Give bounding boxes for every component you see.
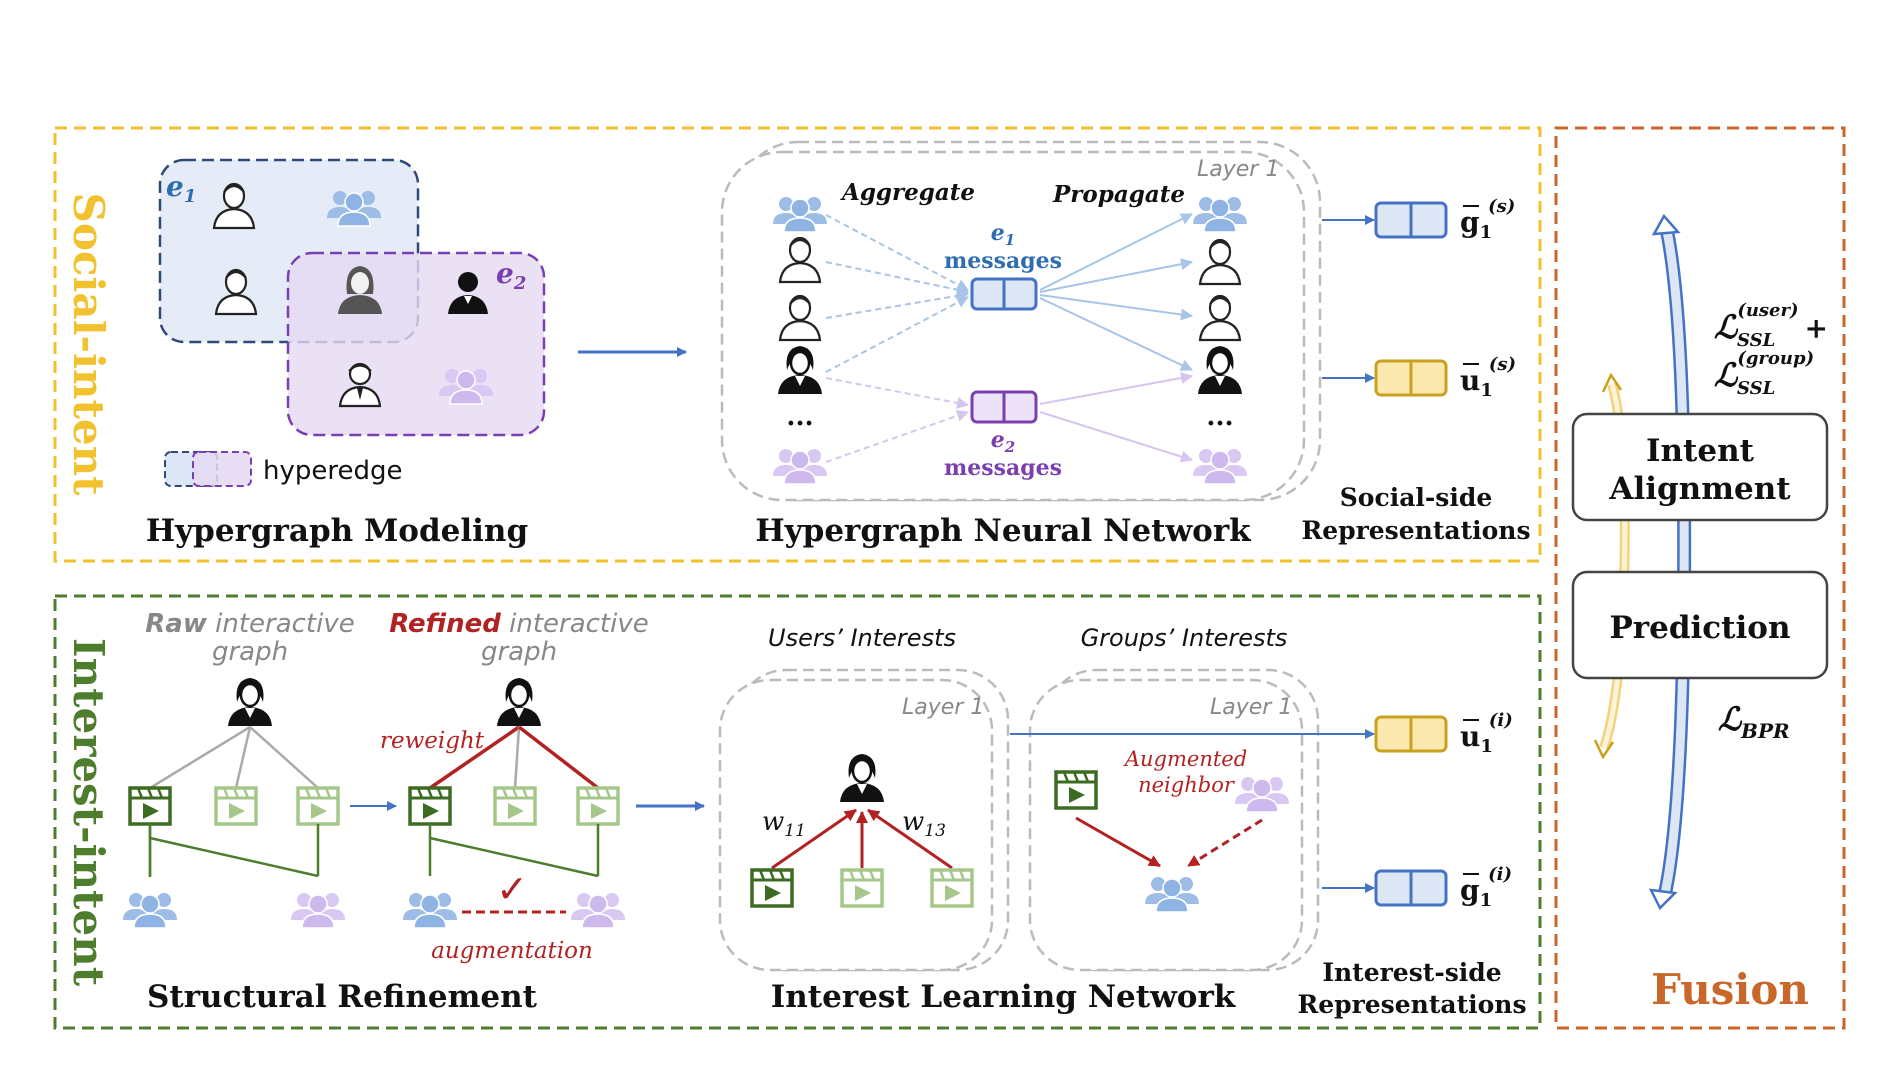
raw-graph-edges bbox=[149, 725, 319, 790]
augmented-neighbor-label-1: Augmented bbox=[1123, 747, 1247, 771]
interest-intent-panel bbox=[53, 594, 1542, 1030]
augmentation-label: augmentation bbox=[431, 938, 593, 964]
movie-light-icon bbox=[296, 786, 340, 826]
social-intent-panel bbox=[53, 126, 1542, 563]
gold-arrowhead-top bbox=[1601, 372, 1623, 393]
movie-dark-icon bbox=[750, 868, 794, 908]
users-layer-label: Layer 1 bbox=[902, 695, 984, 720]
intent-alignment-line-2: Alignment bbox=[1608, 471, 1791, 507]
propagate-edges-e1 bbox=[1039, 213, 1193, 371]
aggregate-label: Aggregate bbox=[840, 179, 975, 206]
loss-bpr: ℒBPR bbox=[1718, 700, 1790, 743]
u1-interest-label: u1(i) bbox=[1460, 710, 1513, 757]
groups-layer-label: Layer 1 bbox=[1210, 695, 1292, 720]
loss-ssl-user: ℒSSL(user)+ bbox=[1714, 300, 1828, 351]
fusion-panel bbox=[1554, 126, 1846, 1030]
e2-messages-text: messages bbox=[944, 455, 1062, 481]
prediction-label: Prediction bbox=[1609, 610, 1790, 646]
woman-black-icon bbox=[226, 676, 274, 728]
groups-layer-front bbox=[1028, 678, 1304, 972]
blue-arrowhead-bottom bbox=[1648, 888, 1678, 911]
interest-intent-label: Interest-intent bbox=[64, 638, 113, 987]
e2-messages-label: e2 bbox=[991, 427, 1015, 456]
reweight-label: reweight bbox=[380, 728, 485, 754]
social-rep-title-1: Social-side bbox=[1340, 483, 1492, 512]
e2-label: e2 bbox=[496, 257, 526, 294]
check-icon: ✓ bbox=[496, 867, 528, 911]
iln-title: Interest Learning Network bbox=[771, 979, 1237, 1015]
aggregate-edges-e2 bbox=[825, 377, 969, 463]
refined-graph-edges bbox=[429, 725, 600, 790]
hgnn-left-dots: ... bbox=[786, 402, 813, 432]
structural-refinement-title: Structural Refinement bbox=[147, 979, 538, 1015]
social-rep-title-2: Representations bbox=[1301, 516, 1530, 545]
propagate-edges-e2 bbox=[1039, 372, 1193, 463]
group-blue-icon bbox=[402, 892, 458, 929]
e1-label: e1 bbox=[166, 170, 196, 207]
g1-social-label: g1(s) bbox=[1460, 196, 1515, 243]
hgnn-layer-label: Layer 1 bbox=[1197, 157, 1279, 182]
loss-ssl-group: ℒSSL(group) bbox=[1714, 348, 1814, 399]
hgnn-layer-back bbox=[736, 140, 1322, 502]
movie-to-group-edge bbox=[1075, 816, 1161, 868]
augmented-neighbor-label-2: neighbor bbox=[1138, 773, 1236, 797]
hgnn-right-dots: ... bbox=[1206, 402, 1233, 432]
intent-alignment-line-1: Intent bbox=[1646, 433, 1755, 469]
movie-dark-icon bbox=[408, 786, 452, 826]
woman-black-icon bbox=[495, 676, 543, 728]
movie-light-icon bbox=[493, 786, 537, 826]
users-interest-edges bbox=[771, 808, 953, 870]
users-layer-front bbox=[718, 678, 994, 972]
intent-alignment-box bbox=[1571, 412, 1829, 522]
movie-light-icon bbox=[576, 786, 620, 826]
w13-label: w13 bbox=[902, 807, 946, 841]
fusion-title: Fusion bbox=[1651, 965, 1809, 1014]
g1-interest-label: g1(i) bbox=[1460, 864, 1512, 911]
hypergraph-modeling-title: Hypergraph Modeling bbox=[146, 513, 528, 549]
hyperedge-legend-purple bbox=[192, 451, 252, 487]
hyperedge-legend-label: hyperedge bbox=[263, 456, 402, 486]
prediction-box bbox=[1571, 570, 1829, 680]
movie-light-icon bbox=[930, 868, 974, 908]
group-purple-icon bbox=[290, 892, 346, 929]
interest-rep-title-2: Representations bbox=[1297, 990, 1526, 1019]
aggregate-edges-e1 bbox=[825, 214, 969, 373]
interest-rep-title-1: Interest-side bbox=[1322, 958, 1501, 987]
u1-social-label: u1(s) bbox=[1460, 354, 1516, 401]
movie-light-icon bbox=[840, 868, 884, 908]
users-interests-label: Users’ Interests bbox=[768, 624, 956, 652]
refined-graph-label-2: graph bbox=[481, 637, 557, 667]
blue-arrowhead-top bbox=[1651, 213, 1681, 236]
e1-messages-text: messages bbox=[944, 248, 1062, 274]
group-purple-icon bbox=[570, 892, 626, 929]
e1-messages-label: e1 bbox=[991, 220, 1015, 249]
movie-light-icon bbox=[214, 786, 258, 826]
group-blue-icon bbox=[122, 892, 178, 929]
groups-interests-label: Groups’ Interests bbox=[1081, 624, 1288, 652]
propagate-label: Propagate bbox=[1052, 181, 1185, 208]
raw-graph-label-1: Raw interactive bbox=[145, 609, 354, 639]
movie-dark-icon bbox=[1054, 770, 1098, 810]
social-intent-label: Social-intent bbox=[64, 192, 113, 496]
augmented-neighbor-edge bbox=[1187, 818, 1263, 868]
w11-label: w11 bbox=[762, 807, 806, 841]
hgnn-title: Hypergraph Neural Network bbox=[755, 513, 1252, 549]
gold-arrowhead-bottom bbox=[1593, 739, 1615, 760]
movie-dark-icon bbox=[128, 786, 172, 826]
refined-graph-label-1: Refined interactive bbox=[389, 609, 648, 639]
hgnn-layer-front bbox=[720, 150, 1306, 502]
raw-graph-label-2: graph bbox=[212, 637, 288, 667]
